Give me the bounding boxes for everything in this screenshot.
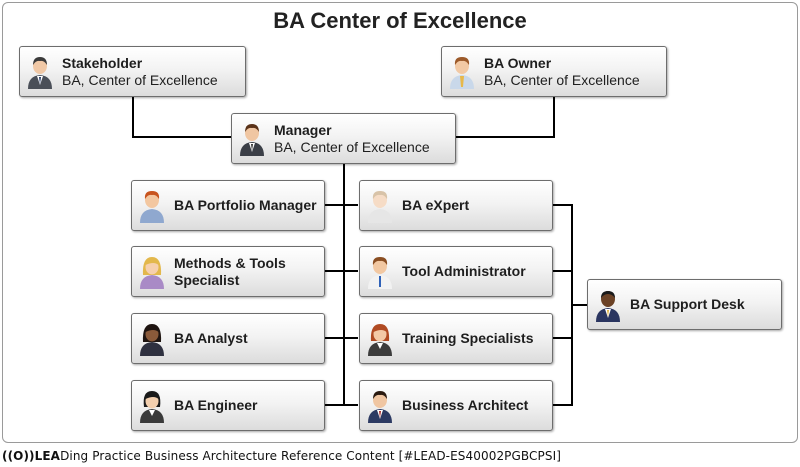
node-name: Manager: [274, 121, 332, 138]
node-business-architect: Business Architect: [359, 380, 553, 431]
woman-black-hair-icon: [140, 390, 164, 423]
node-subtitle: BA, Center of Excellence: [274, 138, 430, 155]
footer-copyright: ((O))LEADing Practice Business Architect…: [2, 449, 561, 463]
node-name: BA Support Desk: [630, 296, 745, 312]
man-white-shirt-icon: [368, 256, 392, 289]
man-dark-skin-icon: [596, 290, 620, 322]
connector-owner-manager: [456, 97, 555, 138]
woman-dark-icon: [140, 323, 164, 356]
man-dark-suit-icon: [240, 123, 264, 156]
node-ba-analyst: Tool Administrator: [359, 246, 553, 297]
connector-stakeholder-manager: [132, 97, 232, 138]
node-ba-portfolio-manager: BA Portfolio Manager: [131, 180, 325, 231]
woman-blonde-icon: [140, 256, 164, 289]
man-light-icon: [368, 190, 392, 223]
man-gray-suit-icon: [28, 56, 52, 89]
node-name: BA Analyst: [174, 330, 248, 346]
node-name: BA Owner: [484, 54, 552, 71]
node-name: Business Architect: [402, 397, 529, 413]
man-redhead-icon: [140, 190, 164, 223]
node-subtitle: BA, Center of Excellence: [484, 71, 640, 88]
woman-red-icon: [368, 323, 392, 356]
node-name: BA Engineer: [174, 397, 258, 413]
node-name: BA eXpert: [402, 197, 470, 213]
man-navy-suit-icon: [368, 390, 392, 423]
connector-support-bus: [553, 204, 573, 406]
footer-text: Ding Practice Business Architecture Refe…: [60, 449, 561, 463]
node-name: Tool Administrator: [402, 263, 526, 279]
node-name: BA Portfolio Manager: [174, 197, 317, 213]
man-blue-tie-icon: [450, 56, 474, 89]
node-tool-administrator: BA Analyst: [131, 313, 325, 364]
node-ba-expert: BA eXpert: [359, 180, 553, 231]
node-training-specialists: BA Engineer: [131, 380, 325, 431]
node-methods-tools-specialist: Methods & Tools Specialist: [131, 246, 325, 297]
node-subtitle: BA, Center of Excellence: [62, 71, 218, 88]
node-ba-support-desk: BA Support Desk: [587, 279, 782, 330]
node-name: Stakeholder: [62, 54, 143, 71]
node-name: Training Specialists: [402, 330, 534, 346]
node-ba-engineer: Training Specialists: [359, 313, 553, 364]
node-name: Methods & Tools Specialist: [174, 254, 286, 288]
leading-practice-logo: ((O))LEA: [2, 449, 61, 463]
diagram-title: BA Center of Excellence: [273, 8, 527, 33]
